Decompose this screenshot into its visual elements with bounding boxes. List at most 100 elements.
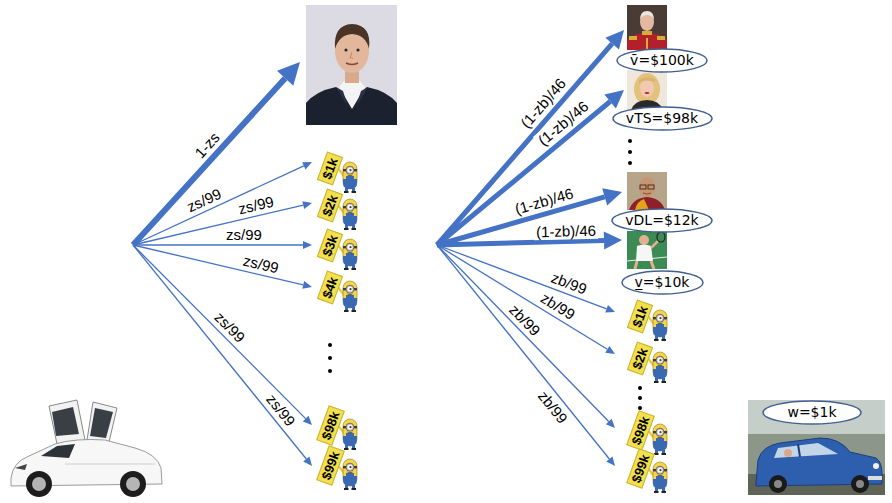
ellipsis-dots [328, 139, 642, 410]
small-car-photo [748, 400, 885, 434]
tesla-car [32, 477, 46, 491]
arrow-head [605, 30, 624, 49]
probability-label: (1-zb)/46 [534, 221, 598, 240]
ellipsis-dots [628, 139, 632, 143]
price-text: $98k [628, 414, 652, 446]
price-sign: $2k [627, 341, 653, 375]
elon-portrait [344, 48, 347, 51]
price-sign: $2k [317, 188, 343, 222]
arrow-shaft [133, 245, 303, 285]
probability-arrow [133, 62, 300, 245]
minion-figure [337, 199, 357, 230]
arrow-shaft [133, 245, 306, 419]
arrow-head [277, 62, 300, 86]
ellipse-outline [763, 401, 861, 424]
arrow-head [606, 419, 615, 428]
monk-portrait [639, 177, 655, 197]
tesla-car [49, 400, 85, 444]
tesla-car [26, 471, 52, 497]
minion-figure [337, 162, 667, 493]
tesla-car [65, 464, 155, 465]
probability-arrow [133, 245, 312, 466]
singer-portrait [639, 77, 655, 84]
tennis-portrait [651, 241, 658, 248]
small-car-photo [873, 463, 879, 469]
value-text: v̄=$100k [630, 52, 694, 69]
probability-arrow [133, 162, 312, 245]
king-portrait [629, 36, 637, 40]
ellipsis-dots [638, 386, 642, 390]
arrow-shaft [437, 245, 609, 459]
small-car-photo [784, 449, 792, 457]
price-sign: $1k [317, 151, 343, 185]
ellipsis-dots [628, 161, 632, 165]
arrow-shaft [437, 240, 604, 245]
ellipse-outline [612, 209, 712, 232]
monk-portrait [648, 185, 654, 189]
tesla-car [41, 444, 75, 458]
probability-arrow [437, 245, 615, 428]
ellipsis-dots [638, 396, 642, 400]
ellipse-outline [613, 107, 712, 130]
king-portrait [642, 31, 652, 35]
small-car-photo [868, 476, 882, 480]
small-car-photo [774, 480, 782, 488]
monk-portrait [627, 172, 667, 210]
king-portrait [627, 5, 667, 50]
small-car-photo [798, 444, 800, 457]
probability-label: zs/99 [239, 251, 282, 277]
king-portrait [627, 33, 667, 50]
arrow-shaft [133, 244, 303, 245]
arrow-shaft [133, 205, 303, 245]
tesla-car [15, 464, 27, 470]
tennis-portrait [627, 231, 667, 269]
tennis-portrait [657, 232, 665, 242]
small-car-photo [748, 400, 885, 495]
tennis-portrait [627, 231, 667, 269]
arrow-shaft [133, 78, 285, 245]
arrow-shaft [133, 245, 306, 459]
arrow-head [606, 456, 615, 466]
elon-portrait [335, 24, 370, 49]
tennis-portrait [639, 235, 649, 245]
arrow-head [302, 162, 312, 169]
probability-arrow [133, 241, 312, 249]
ellipsis-dots [328, 356, 332, 360]
minion-figure [337, 281, 357, 312]
value-ellipse: w=$1k [762, 400, 862, 425]
probability-arrow [437, 245, 615, 354]
minion-figure [337, 162, 357, 193]
price-text: $2k [629, 345, 651, 371]
arrow-shaft [133, 166, 304, 245]
price-sign: $99k [626, 448, 655, 489]
small-car-photo [856, 480, 864, 488]
tennis-portrait [635, 261, 654, 269]
tesla-car [126, 477, 140, 491]
value-ellipse: v̄=$100k [616, 48, 708, 73]
tesla-car [120, 471, 146, 497]
price-sign: $99k [316, 445, 345, 486]
arrow-shaft [437, 245, 609, 422]
king-portrait [657, 36, 665, 40]
price-text: $99k [318, 449, 342, 481]
probability-label: zs/99 [234, 192, 277, 218]
probability-label: zs/99 [182, 184, 225, 216]
elon-portrait [350, 52, 353, 58]
value-ellipse: v̲=$10k [621, 270, 704, 295]
elon-portrait [306, 5, 397, 125]
probability-arrow [437, 30, 624, 245]
minion-figure [647, 310, 667, 341]
probability-label: 1-zs [190, 127, 224, 162]
ellipse-outline [617, 49, 707, 72]
arrow-head [605, 346, 615, 354]
arrow-head [302, 201, 312, 209]
price-text: $1k [319, 155, 341, 181]
price-text: $98k [318, 409, 342, 441]
price-sign: $98k [316, 405, 345, 446]
minion-figure [337, 239, 357, 270]
elon-portrait [336, 87, 348, 107]
price-sign: $3k [317, 228, 343, 262]
probability-arrow [133, 245, 312, 425]
